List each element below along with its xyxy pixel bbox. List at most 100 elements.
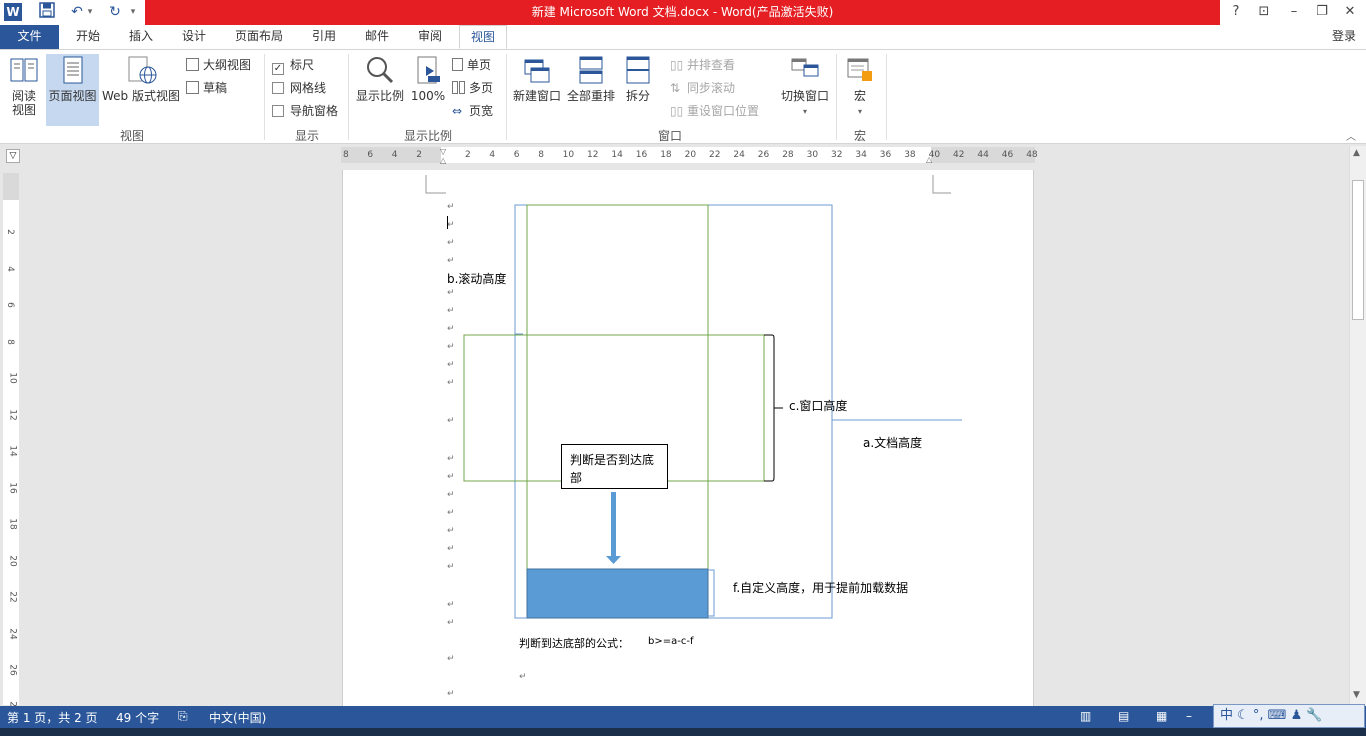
vruler-tick-label: 14 [7, 445, 18, 457]
paragraph-mark: ↵ [447, 378, 455, 388]
nav-pane-checkbox[interactable]: 导航窗格 [272, 103, 338, 121]
side-by-side-button[interactable]: ▯▯并排查看 [670, 57, 735, 75]
vruler-top-margin [3, 173, 19, 200]
ruler-tick-label: 2 [416, 150, 422, 160]
zoom-out-icon[interactable]: – [1186, 709, 1192, 723]
tab-design[interactable]: 设计 [181, 29, 206, 43]
split-button[interactable]: 拆分 [620, 54, 656, 103]
ime-status[interactable]: 中 ☾ °, ⌨ ♟ 🔧 [1220, 708, 1323, 723]
print-layout-button[interactable]: 页面视图 [46, 54, 99, 126]
paragraph-mark: ↵ [519, 672, 527, 682]
window-height-label: c.窗口高度 [789, 399, 848, 413]
reset-position-button[interactable]: ▯▯重设窗口位置 [670, 103, 759, 121]
reset-position-icon: ▯▯ [670, 104, 684, 118]
first-line-indent-icon[interactable]: ▽ [440, 147, 447, 156]
vruler-tick-label: 18 [7, 518, 18, 530]
checkbox-checked-icon: ✓ [272, 63, 284, 75]
ruler-tick-label: 20 [684, 150, 697, 160]
web-layout-status-icon[interactable]: ▦ [1156, 709, 1168, 723]
decision-text-box[interactable]: 判断是否到达底 部 [561, 444, 668, 489]
tab-insert[interactable]: 插入 [128, 29, 153, 43]
new-window-button[interactable]: 新建窗口 [510, 54, 564, 103]
help-button[interactable]: ? [1232, 4, 1240, 19]
tab-view[interactable]: 视图 [459, 25, 507, 49]
switch-windows-button[interactable]: 切换窗口 ▾ [776, 54, 834, 119]
word-count[interactable]: 49 个字 [116, 711, 160, 725]
sync-scroll-button[interactable]: ⇅同步滚动 [670, 80, 735, 98]
print-layout-status-icon[interactable]: ▤ [1118, 709, 1130, 723]
scroll-thumb[interactable] [1352, 180, 1364, 320]
zoom-100-button[interactable]: 100% [410, 54, 446, 103]
tab-file[interactable]: 文件 [0, 25, 59, 49]
new-window-label: 新建窗口 [512, 89, 561, 103]
page-count[interactable]: 第 1 页，共 2 页 [7, 711, 98, 725]
language-indicator[interactable]: 中文(中国) [209, 711, 267, 725]
paragraph-mark: ↵ [447, 544, 455, 554]
separator [886, 54, 887, 140]
maximize-button[interactable]: ❐ [1316, 4, 1328, 19]
paragraph-mark: ↵ [447, 324, 455, 334]
ribbon-tabs: 文件 开始 插入 设计 页面布局 引用 邮件 审阅 视图 登录 [0, 25, 1366, 49]
page-width-button[interactable]: ⇔页宽 [452, 103, 493, 121]
checkbox-icon [272, 105, 284, 117]
tab-page-layout[interactable]: 页面布局 [234, 29, 283, 43]
ruler-tick-label: 36 [879, 150, 892, 160]
paragraph-mark: ↵ [447, 220, 455, 230]
ruler-checkbox[interactable]: ✓标尺 [272, 57, 314, 75]
vertical-scrollbar[interactable]: ▲ ▼ [1349, 146, 1366, 706]
gridlines-checkbox[interactable]: 网格线 [272, 80, 326, 98]
ime-toolbar[interactable]: 中 ☾ °, ⌨ ♟ 🔧 [1213, 704, 1365, 728]
paragraph-mark: ↵ [447, 508, 455, 518]
paragraph-mark: ↵ [447, 306, 455, 316]
word-app-icon[interactable]: W [4, 3, 22, 21]
scroll-up-icon[interactable]: ▲ [1353, 148, 1360, 158]
paragraph-mark: ↵ [447, 526, 455, 536]
sign-in-link[interactable]: 登录 [1331, 29, 1356, 43]
multi-page-button[interactable]: 多页 [452, 80, 493, 98]
tab-mailings[interactable]: 邮件 [364, 29, 389, 43]
macros-button[interactable]: 宏 ▾ [842, 54, 878, 119]
proofing-icon[interactable]: ⎘ [178, 709, 188, 723]
save-icon[interactable] [36, 2, 58, 22]
ruler-tick-label: 32 [831, 150, 843, 160]
undo-dropdown-icon[interactable]: ▾ [87, 7, 93, 17]
undo-icon[interactable]: ↶ [71, 4, 83, 20]
one-page-button[interactable]: 单页 [452, 57, 491, 75]
separator [264, 54, 265, 140]
sync-scroll-icon: ⇅ [670, 81, 681, 95]
one-page-icon [452, 58, 463, 71]
outline-button[interactable]: 大纲视图 [186, 57, 251, 75]
document-page[interactable]: 判断是否到达底 部 b.滚动高度 c.窗口高度 a.文档高度 f.自定义高度，用… [342, 170, 1034, 706]
tab-review[interactable]: 审阅 [417, 29, 442, 43]
read-mode-button[interactable]: 阅读 视图 [4, 54, 44, 117]
web-layout-button[interactable]: Web 版式视图 [100, 54, 182, 103]
vruler-tick-label: 10 [7, 372, 18, 384]
tab-home[interactable]: 开始 [75, 29, 100, 43]
right-indent-icon[interactable]: △ [926, 155, 933, 164]
close-button[interactable]: ✕ [1344, 4, 1356, 19]
tab-references[interactable]: 引用 [311, 29, 336, 43]
separator [836, 54, 837, 140]
draft-button[interactable]: 草稿 [186, 80, 227, 98]
minimize-button[interactable]: – [1290, 4, 1298, 19]
redo-icon[interactable]: ↻ [109, 4, 121, 20]
dropdown-arrow-icon: ▾ [802, 107, 807, 116]
tab-selector-icon[interactable]: ▽ [6, 149, 20, 163]
paragraph-mark: ↵ [447, 288, 455, 298]
ruler-left-margin [341, 147, 441, 163]
multi-page-icon [452, 81, 458, 94]
side-by-side-icon: ▯▯ [670, 58, 684, 72]
read-mode-status-icon[interactable]: ▥ [1080, 709, 1092, 723]
collapse-ribbon-icon[interactable]: ︿ [1346, 132, 1356, 143]
zoom-button[interactable]: 显示比例 [354, 54, 406, 103]
arrange-all-button[interactable]: 全部重排 [564, 54, 618, 103]
reset-position-label: 重设窗口位置 [687, 104, 760, 118]
paragraph-mark: ↵ [447, 256, 455, 266]
left-indent-icon[interactable]: △ [440, 156, 447, 165]
read-mode-icon [10, 58, 38, 82]
scroll-down-icon[interactable]: ▼ [1353, 690, 1360, 700]
customize-qat-icon[interactable]: ▾ [130, 7, 136, 17]
ribbon-display-options-button[interactable]: ⊡ [1258, 4, 1270, 19]
